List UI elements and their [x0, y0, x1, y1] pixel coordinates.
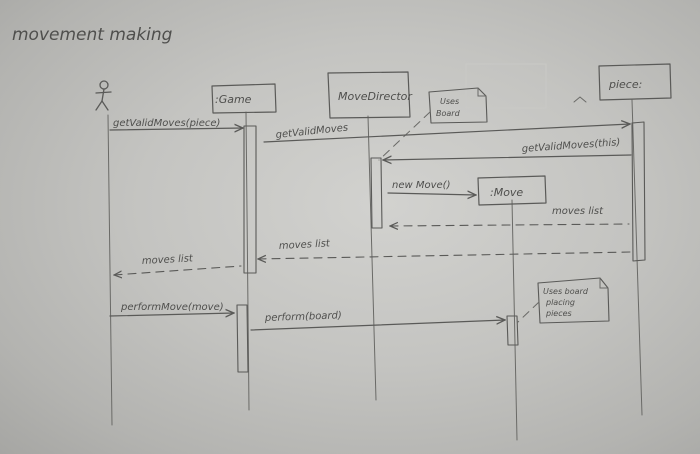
move-director-activation: [370, 157, 383, 229]
note-placing-line2: placing: [545, 298, 575, 307]
msg-get-valid-moves-this: [383, 154, 632, 160]
move-object-label: :Move: [490, 186, 523, 199]
msg-perform-board: [250, 320, 505, 331]
msg-new-move: [387, 193, 476, 195]
msg-moves-list-1: [390, 224, 630, 226]
msg-moves-list-1-label: moves list: [552, 206, 604, 217]
msg-moves-list-2-label: moves list: [279, 238, 332, 252]
move-lifeline: [511, 199, 518, 441]
move-director-object-box: MoveDirector: [327, 71, 413, 119]
msg-moves-list-3: [114, 265, 242, 275]
msg-get-valid-moves-piece: [109, 128, 243, 130]
msg-get-valid-moves-this-label: getValidMoves(this): [521, 137, 620, 155]
piece-activation: [631, 121, 646, 262]
piece-object-label: piece:: [608, 78, 642, 91]
note-placing-line3: pieces: [545, 309, 572, 318]
msg-moves-list-2: [258, 251, 631, 259]
game-object-label: :Game: [215, 93, 252, 106]
game-lifeline: [245, 111, 250, 411]
note-uses-board: Uses Board: [378, 87, 488, 161]
move-director-object-label: MoveDirector: [338, 90, 413, 103]
page-title: movement making: [12, 25, 173, 45]
caret-mark: [573, 96, 587, 103]
actor-lifeline: [107, 114, 113, 426]
msg-get-valid-moves-piece-label: getValidMoves(piece): [113, 118, 220, 129]
move-object-box: :Move: [477, 175, 547, 206]
msg-perform-board-label: perform(board): [264, 310, 342, 324]
actor-icon: [95, 80, 112, 111]
note-placing-line1: Uses board: [543, 287, 589, 296]
msg-new-move-label: new Move(): [392, 180, 450, 191]
game-object-box: :Game: [211, 83, 277, 114]
msg-perform-move: [109, 313, 234, 316]
piece-lifeline: [631, 99, 643, 416]
msg-moves-list-3-label: moves list: [142, 253, 195, 267]
game-activation-1: [243, 125, 257, 274]
note-uses-board-line1: Uses: [440, 97, 459, 106]
msg-perform-move-label: performMove(move): [120, 302, 224, 313]
move-activation: [506, 315, 519, 346]
note-uses-board-line2: Board: [436, 109, 461, 118]
erased-box: [465, 63, 547, 109]
note-uses-board-placing: Uses board placing pieces: [517, 277, 610, 324]
msg-get-valid-moves: [263, 124, 630, 143]
game-activation-2: [236, 304, 249, 373]
move-director-lifeline: [367, 115, 377, 401]
piece-object-box: piece:: [598, 63, 672, 101]
